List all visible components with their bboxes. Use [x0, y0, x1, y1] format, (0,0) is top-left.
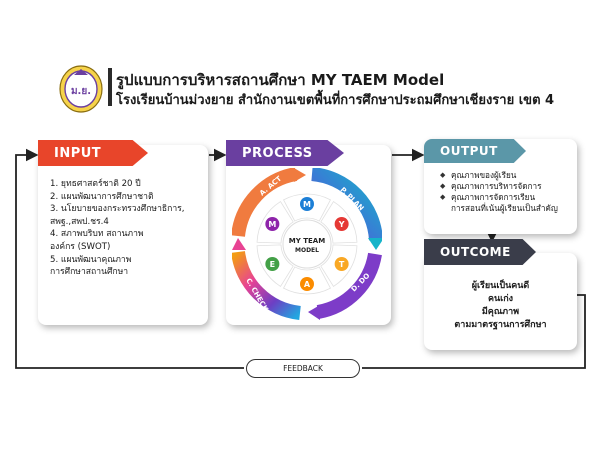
input-item: 1. ยุทธศาสตร์ชาติ 20 ปี — [50, 179, 141, 189]
cycle-arc-check — [232, 250, 301, 320]
cycle-arc-act — [232, 168, 298, 237]
team-segment-letter: M — [268, 220, 276, 229]
school-logo: ม.ย. — [59, 65, 103, 113]
team-segment-letter: Y — [338, 220, 345, 229]
team-segment-letter: M — [303, 200, 311, 209]
input-item: 2. แผนพัฒนาการศึกษาชาติ — [50, 191, 154, 202]
outcome-text: ผู้เรียนเป็นคนดี คนเก่ง มีคุณภาพ ตามมาตร… — [424, 280, 577, 332]
outcome-line: มีคุณภาพ — [481, 307, 520, 317]
input-item: 3. นโยบายของกระทรวงศึกษาธิการ, สพฐ.,สพป.… — [50, 204, 185, 227]
input-list: 1. ยุทธศาสตร์ชาติ 20 ปี 2. แผนพัฒนาการศึ… — [50, 178, 208, 279]
team-segment-letter: T — [339, 260, 345, 269]
center-label-line1: MY TEAM — [289, 237, 325, 245]
team-segment-badge — [300, 277, 314, 291]
output-item: คุณภาพการบริหารจัดการ — [440, 181, 580, 192]
logo-text: ม.ย. — [71, 86, 91, 97]
outcome-banner: OUTCOME — [424, 239, 536, 265]
input-card — [38, 145, 208, 325]
cycle-arc-plan — [311, 168, 382, 241]
arrow-head-plan — [368, 238, 382, 250]
outcome-line: คนเก่ง — [487, 294, 514, 304]
outcome-card — [424, 253, 577, 350]
output-banner: OUTPUT — [424, 139, 526, 163]
page-subtitle: โรงเรียนบ้านม่วงยาย สำนักงานเขตพื้นที่กา… — [116, 93, 555, 108]
team-segment-badge — [265, 217, 280, 231]
cycle-arc-do — [316, 252, 382, 319]
process-banner: PROCESS — [226, 140, 344, 166]
outcome-line: ผู้เรียนเป็นคนดี — [471, 281, 530, 291]
team-segments: M Y T A E M — [256, 193, 358, 295]
page-title: รูปแบบการบริหารสถานศึกษา MY TAEM Model — [116, 71, 445, 89]
arrow-head-check — [232, 238, 246, 250]
output-item: คุณภาพการจัดการเรียน การสอนที่เน้นผู้เรี… — [440, 192, 580, 214]
arrow-head-act — [294, 168, 306, 182]
team-segment-letter: E — [270, 260, 275, 269]
arrow-head-do — [308, 305, 320, 320]
outcome-line: ตามมาตรฐานการศึกษา — [454, 320, 547, 330]
input-item: 4. สภาพบริบท สถานภาพ องค์กร (SWOT) — [50, 229, 144, 252]
team-segment-badge — [300, 197, 314, 211]
feedback-loop-right — [362, 294, 586, 369]
team-segment-badge — [334, 217, 349, 231]
feedback-label: FEEDBACK — [246, 359, 360, 378]
input-banner: INPUT — [38, 140, 148, 166]
feedback-loop-left — [15, 148, 244, 369]
output-item: คุณภาพของผู้เรียน — [440, 170, 580, 181]
team-segment-badge — [334, 257, 349, 271]
center-label-line2: MODEL — [295, 247, 319, 254]
team-segment-badge — [265, 257, 280, 271]
output-list: คุณภาพของผู้เรียน คุณภาพการบริหารจัดการ … — [440, 170, 580, 214]
team-segment-letter: A — [304, 280, 311, 289]
title-divider — [108, 68, 112, 106]
input-item: 5. แผนพัฒนาคุณภาพ การศึกษาสถานศึกษา — [50, 254, 132, 278]
